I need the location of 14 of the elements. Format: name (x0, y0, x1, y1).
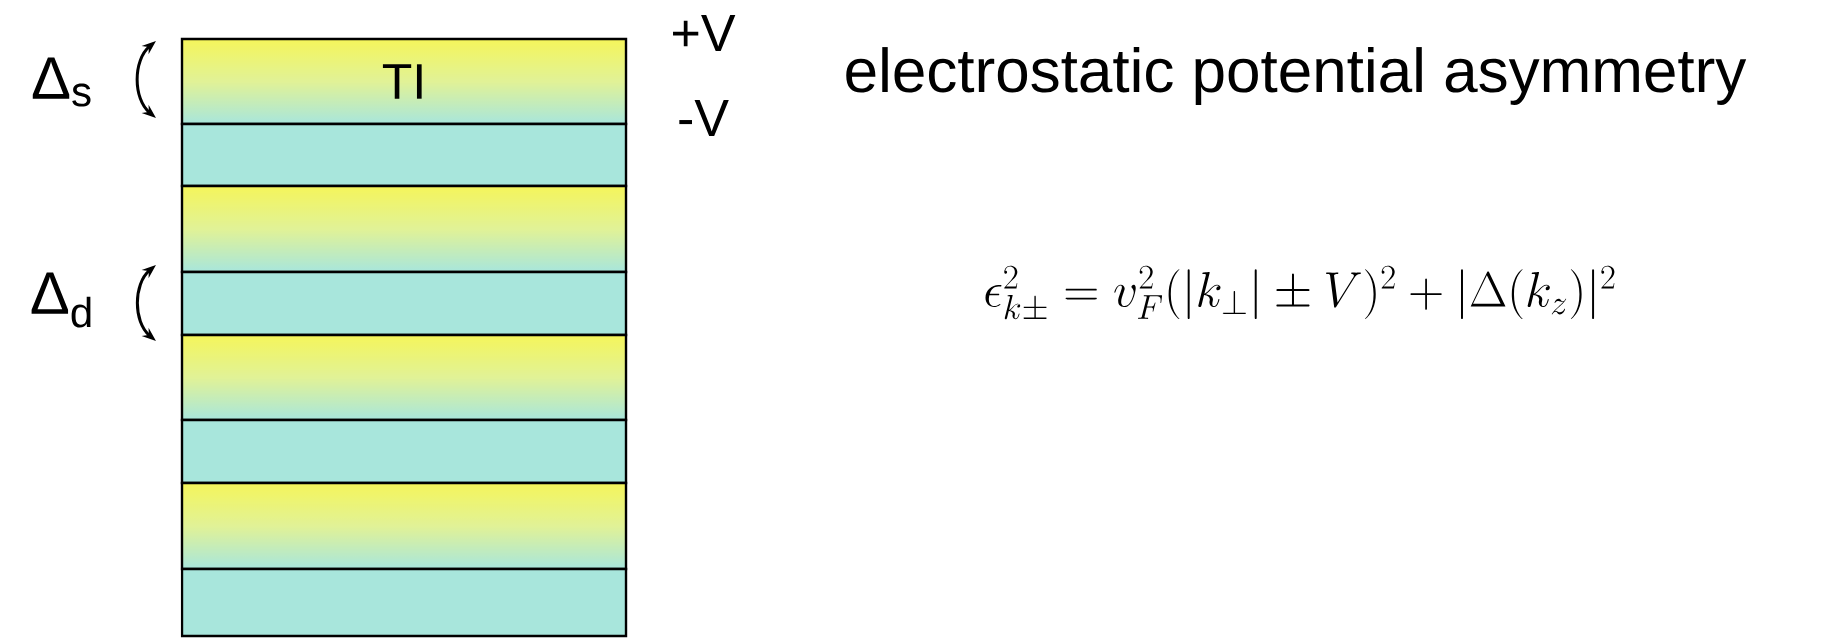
layer-band (180, 333, 628, 422)
delta-label: Δ$_{s}$ (32, 57, 91, 107)
layer-band (180, 418, 628, 485)
formula: $\epsilon_{k\pm}^2 = v_F^2(|k_\perp| \pm V)^2 + |\Delta(k_z)|^2$ (985, 265, 1615, 320)
voltage-label: -V (679, 100, 729, 136)
layer-band (180, 567, 628, 638)
layer-band (180, 481, 628, 571)
layer-band (180, 270, 628, 337)
delta-label: Δ$_{d}$ (31, 272, 91, 328)
layer-band: TI (180, 37, 628, 126)
heading: electrostatic potential asymmetry (846, 47, 1747, 105)
voltage-label: +V (673, 15, 736, 51)
layer-band (180, 122, 628, 188)
layer-band (180, 184, 628, 274)
